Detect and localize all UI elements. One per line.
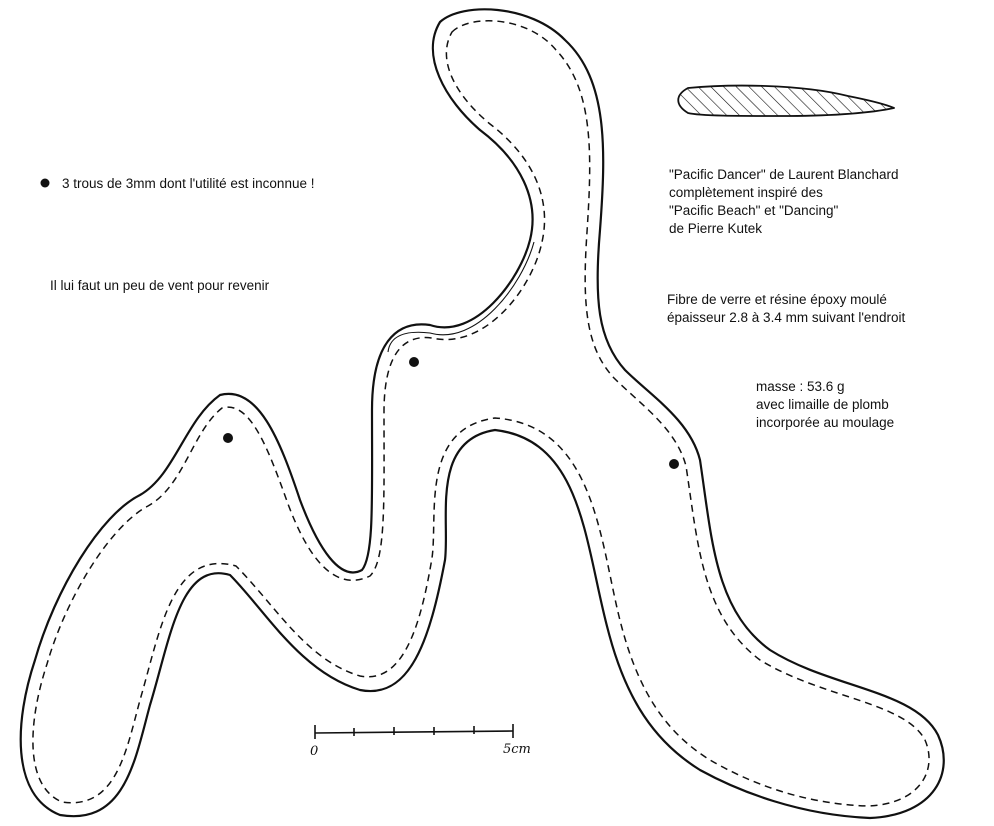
hole-marker: [669, 459, 679, 469]
title-line-3: "Pacific Beach" et "Dancing": [669, 203, 838, 218]
boomerang-outer-outline: [19, 8, 945, 820]
cross-section-profile: [677, 84, 895, 117]
scale-bar-start-label: 0: [310, 744, 318, 759]
cross-section-hatched-shape: [677, 84, 895, 117]
material-line-2: épaisseur 2.8 à 3.4 mm suivant l'endroit: [667, 310, 905, 325]
mass-line-2: avec limaille de plomb: [756, 397, 889, 412]
scale-bar-line: [314, 730, 514, 734]
mass-line-3: incorporée au moulage: [756, 415, 894, 430]
holes-note: 3 trous de 3mm dont l'utilité est inconn…: [62, 176, 314, 191]
hole-marker: [223, 433, 233, 443]
boomerang-dashed-contour: [32, 20, 930, 807]
wind-note: Il lui faut un peu de vent pour revenir: [50, 278, 270, 293]
title-line-4: de Pierre Kutek: [669, 221, 762, 236]
legend-hole-dot: [40, 178, 50, 188]
title-line-2: complètement inspiré des: [669, 185, 823, 200]
material-line-1: Fibre de verre et résine époxy moulé: [667, 292, 887, 307]
scale-bar-end-label: 5cm: [503, 742, 531, 757]
mass-line-1: masse : 53.6 g: [756, 379, 845, 394]
hole-marker: [409, 357, 419, 367]
title-line-1: "Pacific Dancer" de Laurent Blanchard: [669, 167, 898, 182]
scale-bar: [314, 724, 514, 739]
boomerang-inner-edge: [387, 241, 535, 353]
